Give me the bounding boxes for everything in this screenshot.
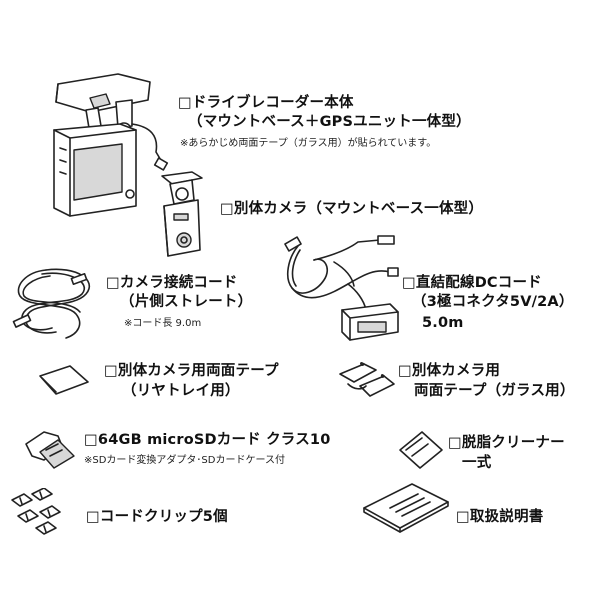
tape-glass-label: □別体カメラ用 <box>398 363 501 379</box>
sd-card-label: □64GB microSDカード クラス10 <box>84 432 331 448</box>
sd-card-note: ※SDカード変換アダプタ･SDカードケース付 <box>84 455 285 466</box>
main-unit-note: ※あらかじめ両面テープ（ガラス用）が貼られています。 <box>180 138 437 149</box>
camera-cord-sublabel: （片側ストレート） <box>120 294 253 310</box>
tape-glass-sublabel: 両面テープ（ガラス用） <box>414 383 575 399</box>
main-unit-sublabel: （マウントベース＋GPSユニット一体型） <box>188 114 471 130</box>
cleaner-label: □脱脂クリーナー <box>448 435 565 451</box>
rear-camera-illustration <box>152 170 212 260</box>
dc-cord-illustration <box>278 228 402 346</box>
cleaner-sublabel: 一式 <box>462 455 492 471</box>
tape-glass-illustration <box>336 356 398 402</box>
dc-cord-sublabel: （3極コネクタ5V/2A） <box>412 294 574 310</box>
tape-rear-label: □別体カメラ用両面テープ <box>104 363 279 379</box>
tape-rear-sublabel: （リヤトレイ用） <box>122 383 240 399</box>
dc-cord-label: □直結配線DCコード <box>402 275 542 291</box>
instruction-manual-illustration <box>360 478 452 536</box>
cord-clips-label: □コードクリップ5個 <box>86 509 228 525</box>
microsd-card-illustration <box>22 426 78 472</box>
camera-cord-note: ※コード長 9.0m <box>124 318 202 329</box>
manual-label: □取扱説明書 <box>456 509 544 525</box>
cord-clips-illustration <box>8 488 74 538</box>
dc-cord-length: 5.0m <box>422 315 464 331</box>
tape-rear-tray-illustration <box>36 362 92 398</box>
cleaner-kit-illustration <box>396 428 446 472</box>
main-unit-label: □ドライブレコーダー本体 <box>178 95 354 111</box>
rear-camera-label: □別体カメラ（マウントベース一体型） <box>220 201 484 217</box>
camera-cord-illustration <box>6 262 102 342</box>
dashcam-main-unit-illustration <box>40 68 180 228</box>
camera-cord-label: □カメラ接続コード <box>106 275 238 291</box>
